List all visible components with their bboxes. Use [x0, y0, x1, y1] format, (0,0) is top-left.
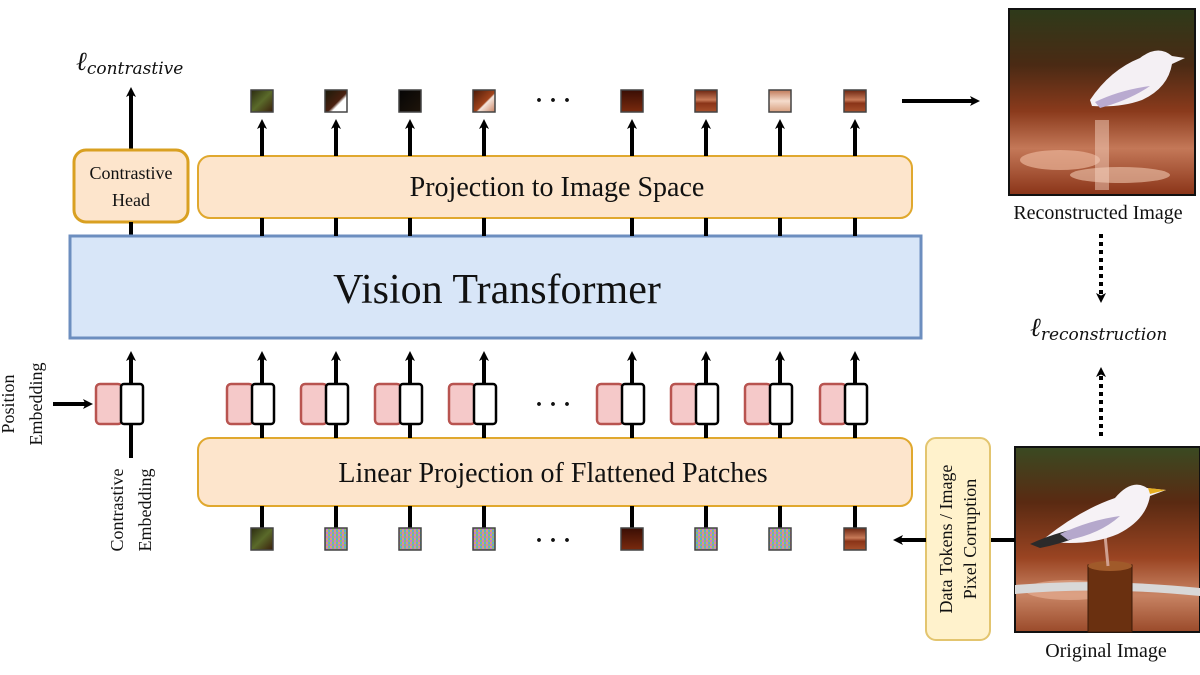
- input-patch: [250, 527, 274, 551]
- position-embedding: [225, 382, 255, 426]
- token-column: [447, 89, 498, 551]
- output-patch: [472, 89, 496, 113]
- output-patch: [620, 89, 644, 113]
- corruption-label-line2: Pixel Corruption: [960, 479, 980, 600]
- contrastive-token-column: [94, 351, 145, 458]
- vision-transformer-box: Vision Transformer: [68, 234, 923, 340]
- input-patch: [398, 527, 422, 551]
- projection-to-image-space-label: Projection to Image Space: [410, 172, 705, 203]
- token-column: [225, 89, 276, 551]
- input-patch: [768, 527, 792, 551]
- patch-token: [472, 382, 498, 426]
- position-embedding: [743, 382, 773, 426]
- input-patch: [620, 527, 644, 551]
- projection-to-image-space-box: Projection to Image Space: [197, 155, 913, 219]
- vision-transformer-label: Vision Transformer: [333, 267, 661, 313]
- position-embedding: [818, 382, 848, 426]
- loss-contrastive-label: ℓcontrastive: [76, 47, 183, 79]
- token-column: [595, 89, 646, 551]
- contrastive-position-embedding: [94, 382, 124, 426]
- position-embedding: [595, 382, 625, 426]
- position-embedding-line2: Embedding: [26, 363, 46, 446]
- patch-token: [324, 382, 350, 426]
- token-columns: [225, 89, 869, 551]
- input-patch: [843, 527, 867, 551]
- contrastive-embedding-token: [119, 382, 145, 426]
- token-column: [373, 89, 424, 551]
- token-column: [818, 89, 869, 551]
- contrastive-head-box: Contrastive Head: [72, 148, 190, 224]
- position-embedding-line1: Position: [0, 374, 18, 433]
- position-embedding: [669, 382, 699, 426]
- token-column: [669, 89, 720, 551]
- contrastive-head-label-line2: Head: [112, 190, 150, 210]
- loss-reconstruction-label: ℓreconstruction: [1030, 313, 1167, 345]
- contrastive-embedding-line1: Contrastive: [107, 469, 127, 552]
- data-token-pixel-corruption-box: Data Tokens / Image Pixel Corruption: [925, 437, 991, 641]
- patch-token: [398, 382, 424, 426]
- contrastive-embedding-label: Contrastive Embedding: [107, 469, 155, 552]
- input-patch: [324, 527, 348, 551]
- output-patches-ellipsis: · · ·: [535, 88, 571, 114]
- patch-token: [843, 382, 869, 426]
- patch-token: [620, 382, 646, 426]
- token-column: [299, 89, 350, 551]
- corruption-label-line1: Data Tokens / Image: [936, 465, 956, 614]
- linear-projection-box: Linear Projection of Flattened Patches: [197, 437, 913, 507]
- input-patch: [472, 527, 496, 551]
- patch-token: [250, 382, 276, 426]
- input-patch: [694, 527, 718, 551]
- reconstructed-seagull: [1090, 50, 1185, 107]
- original-image-label: Original Image: [1045, 640, 1167, 662]
- position-embedding: [299, 382, 329, 426]
- tokens-ellipsis: · · ·: [535, 392, 571, 418]
- position-embedding: [373, 382, 403, 426]
- original-image: [1014, 446, 1200, 633]
- output-patch: [250, 89, 274, 113]
- output-patch: [324, 89, 348, 113]
- wooden-post: [1087, 564, 1133, 633]
- patch-token: [694, 382, 720, 426]
- position-embedding: [447, 382, 477, 426]
- input-patches-ellipsis: · · ·: [535, 528, 571, 554]
- token-column: [743, 89, 794, 551]
- output-patch: [843, 89, 867, 113]
- patch-token: [768, 382, 794, 426]
- reconstructed-image: [1008, 8, 1196, 196]
- contrastive-head-label-line1: Contrastive: [90, 163, 173, 183]
- output-patch: [398, 89, 422, 113]
- position-embedding-label: Position Embedding: [0, 363, 46, 446]
- reconstructed-image-label: Reconstructed Image: [1013, 202, 1182, 224]
- output-patch: [768, 89, 792, 113]
- contrastive-embedding-line2: Embedding: [135, 469, 155, 552]
- output-patch: [694, 89, 718, 113]
- linear-projection-label: Linear Projection of Flattened Patches: [338, 458, 767, 489]
